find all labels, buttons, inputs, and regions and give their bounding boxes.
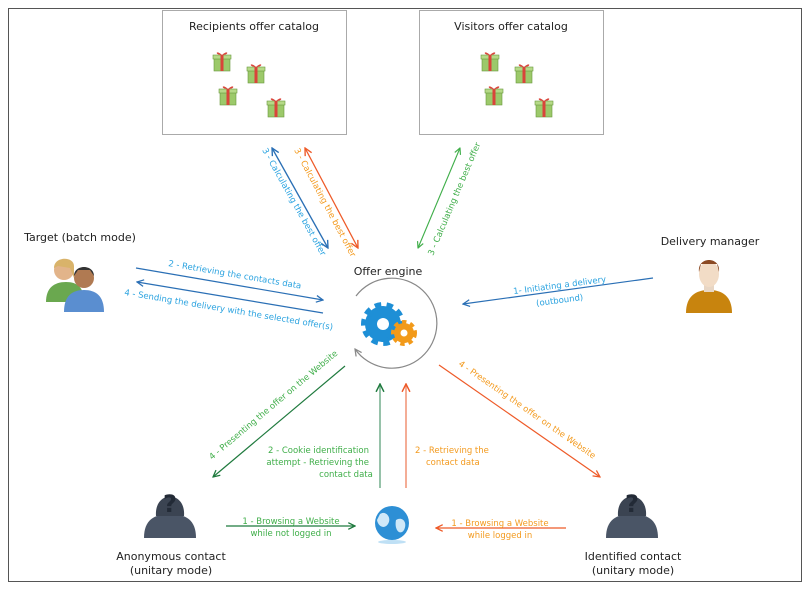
recipients-catalog-title: Recipients offer catalog [189,20,319,33]
offer-engine-label: Offer engine [354,265,423,278]
gift-icon [212,51,232,72]
retrieving-contact-label-2: contact data [426,458,480,468]
identified-contact-label-1: Identified contact [585,550,682,563]
gift-icon [266,97,286,118]
anonymous-contact-label-1: Anonymous contact [116,550,226,563]
sending-delivery-arrow [137,282,324,314]
target-label: Target (batch mode) [23,231,136,244]
gift-icon [514,63,534,84]
diagram-border [8,8,802,582]
recipients-catalog: Recipients offer catalog [162,10,347,135]
browse-identified-label-1: 1 - Browsing a Website [451,519,548,529]
presenting-green-arrow [213,365,346,477]
cookie-label-2: attempt - Retrieving the [266,458,369,468]
target-group-icon [46,258,104,312]
delivery-manager-icon [686,260,732,313]
cookie-label-3: contact data [319,470,373,480]
gift-icon [246,63,266,84]
calc-orange-arrow [305,148,358,248]
visitors-catalog-title: Visitors offer catalog [454,20,568,33]
browse-identified-label-2: while logged in [468,531,532,541]
calc-green-arrow [418,148,460,248]
gift-icon [534,97,554,118]
browse-anonymous-label-1: 1 - Browsing a Website [242,517,339,527]
gift-icon [480,51,500,72]
retrieving-contacts-arrow [135,267,323,300]
gift-icon [484,85,504,106]
visitors-catalog: Visitors offer catalog [419,10,604,135]
engine-cycle-arrow [355,277,438,369]
initiating-delivery-arrow [463,277,654,304]
presenting-orange-arrow [438,364,600,477]
website-globe-icon [375,506,409,544]
gears-icon [361,302,417,346]
cookie-label-1: 2 - Cookie identification [268,446,369,456]
identified-contact-label-2: (unitary mode) [592,564,674,577]
gift-icon [218,85,238,106]
delivery-manager-label: Delivery manager [661,235,760,248]
retrieving-contact-label-1: 2 - Retrieving the [415,446,489,456]
browse-anonymous-label-2: while not logged in [250,529,331,539]
anonymous-contact-label-2: (unitary mode) [130,564,212,577]
